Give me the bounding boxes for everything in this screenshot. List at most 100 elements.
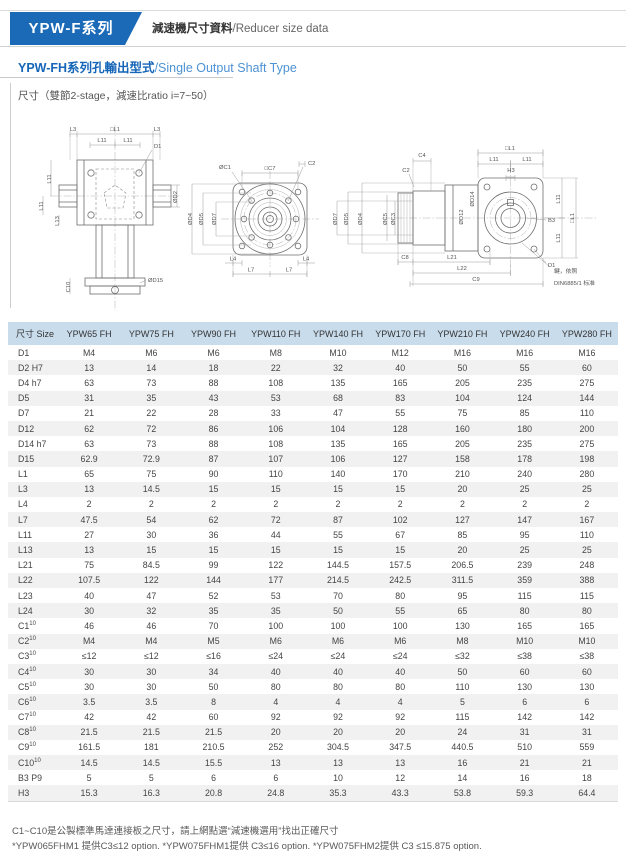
dimension-label: H3	[507, 168, 514, 174]
table-cell: 18	[182, 360, 245, 376]
table-cell: 70	[208, 620, 219, 631]
table-cell: M10	[555, 633, 618, 649]
dimension-label: C2	[402, 168, 409, 174]
table-cell: 14.5	[58, 755, 121, 771]
dimension-label: L11	[556, 194, 562, 203]
dimension-label: □L1	[570, 213, 576, 223]
table-cell: 5	[431, 694, 494, 710]
table-cell: 35	[120, 390, 183, 406]
table-cell: 95	[457, 590, 468, 601]
table-cell: 2	[522, 499, 528, 510]
table-cell: 100	[330, 620, 346, 631]
table-cell: 31	[493, 724, 556, 740]
table-cell: M16	[578, 347, 596, 358]
dimension-label: L21	[447, 255, 457, 261]
table-cell: 110	[579, 529, 594, 540]
table-cell: 108	[268, 438, 284, 449]
dimension-label: D1	[548, 263, 555, 269]
table-cell: 13	[244, 755, 307, 771]
table-cell: 30	[58, 603, 121, 619]
table-cell: 280	[579, 469, 595, 480]
dimension-label: ØD5	[199, 213, 205, 225]
table-cell: 68	[306, 390, 370, 406]
table-cell: ≤38	[517, 651, 532, 662]
table-cell: 359	[493, 572, 556, 588]
dimension-label: L13	[55, 216, 61, 226]
table-cell: 42	[146, 712, 157, 723]
table-cell: M6	[244, 633, 307, 649]
table-cell: 40	[369, 360, 432, 376]
table-cell: 14.5	[120, 755, 183, 771]
table-cell: 72.9	[120, 451, 183, 467]
table-cell: M10	[493, 633, 556, 649]
table-cell: 15	[120, 542, 183, 558]
table-cell: 6	[555, 694, 618, 710]
table-cell: 167	[555, 512, 618, 528]
table-cell: 181	[143, 742, 159, 753]
table-cell: 44	[270, 529, 281, 540]
column-header: YPW65 FH	[58, 322, 121, 345]
table-cell: 88	[208, 377, 219, 388]
table-cell: 122	[120, 572, 183, 588]
table-cell: 90	[208, 469, 219, 480]
column-header: YPW170 FH	[369, 322, 432, 345]
table-cell: 161.5	[78, 742, 101, 753]
table-cell: ≤12	[144, 651, 159, 662]
table-cell: 15	[244, 481, 307, 497]
table-cell: 32	[120, 603, 183, 619]
dimension-label: □L1	[110, 127, 120, 133]
table-cell: 13	[58, 542, 121, 558]
table-cell: 25	[493, 481, 556, 497]
table-cell: 30	[84, 681, 94, 692]
table-cell: 25	[555, 542, 618, 558]
table-cell: 104	[306, 420, 370, 437]
table-cell: 22	[244, 360, 307, 376]
table-cell: 20	[244, 724, 307, 740]
table-cell: 62	[182, 512, 245, 528]
table-cell: 210	[455, 469, 470, 480]
column-header: YPW240 FH	[493, 322, 556, 345]
section-subtitle: 尺寸（雙節2-stage，減速比ratio i=7~50）	[18, 90, 214, 102]
table-cell: 33	[270, 408, 281, 419]
table-cell: 275	[579, 377, 595, 388]
table-cell: 64.4	[555, 785, 618, 802]
table-cell: 5	[86, 772, 92, 783]
table-cell: 2	[397, 499, 403, 510]
table-cell: 239	[517, 560, 532, 571]
row-label: B3 P9	[18, 772, 42, 783]
table-cell: 115	[455, 712, 470, 723]
table-cell: M8	[431, 633, 494, 649]
dimension-label: ØD14	[470, 191, 476, 207]
table-cell: 5	[148, 772, 154, 783]
table-cell: 4	[244, 694, 307, 710]
table-cell: 13	[306, 755, 370, 771]
table-cell: 235	[517, 438, 532, 449]
table-cell: 20.8	[182, 785, 245, 802]
table-cell: 50	[208, 681, 219, 692]
table-cell: 214.5	[306, 572, 370, 588]
table-cell: 100	[268, 620, 284, 631]
table-cell: 30	[120, 663, 183, 680]
table-cell: 3.5	[58, 694, 121, 710]
table-cell: 2	[148, 499, 154, 510]
table-cell: 2	[335, 499, 341, 510]
row-label: D14 h7	[18, 438, 47, 449]
table-cell: 31	[555, 724, 618, 740]
table-cell: 16.3	[120, 785, 183, 802]
table-cell: 55	[333, 529, 343, 540]
table-cell: 115	[517, 590, 532, 601]
table-cell: 130	[455, 620, 470, 631]
dimension-label: 鍵，依照	[554, 267, 577, 275]
table-cell: 142	[517, 712, 532, 723]
row-label: C710	[18, 712, 36, 723]
